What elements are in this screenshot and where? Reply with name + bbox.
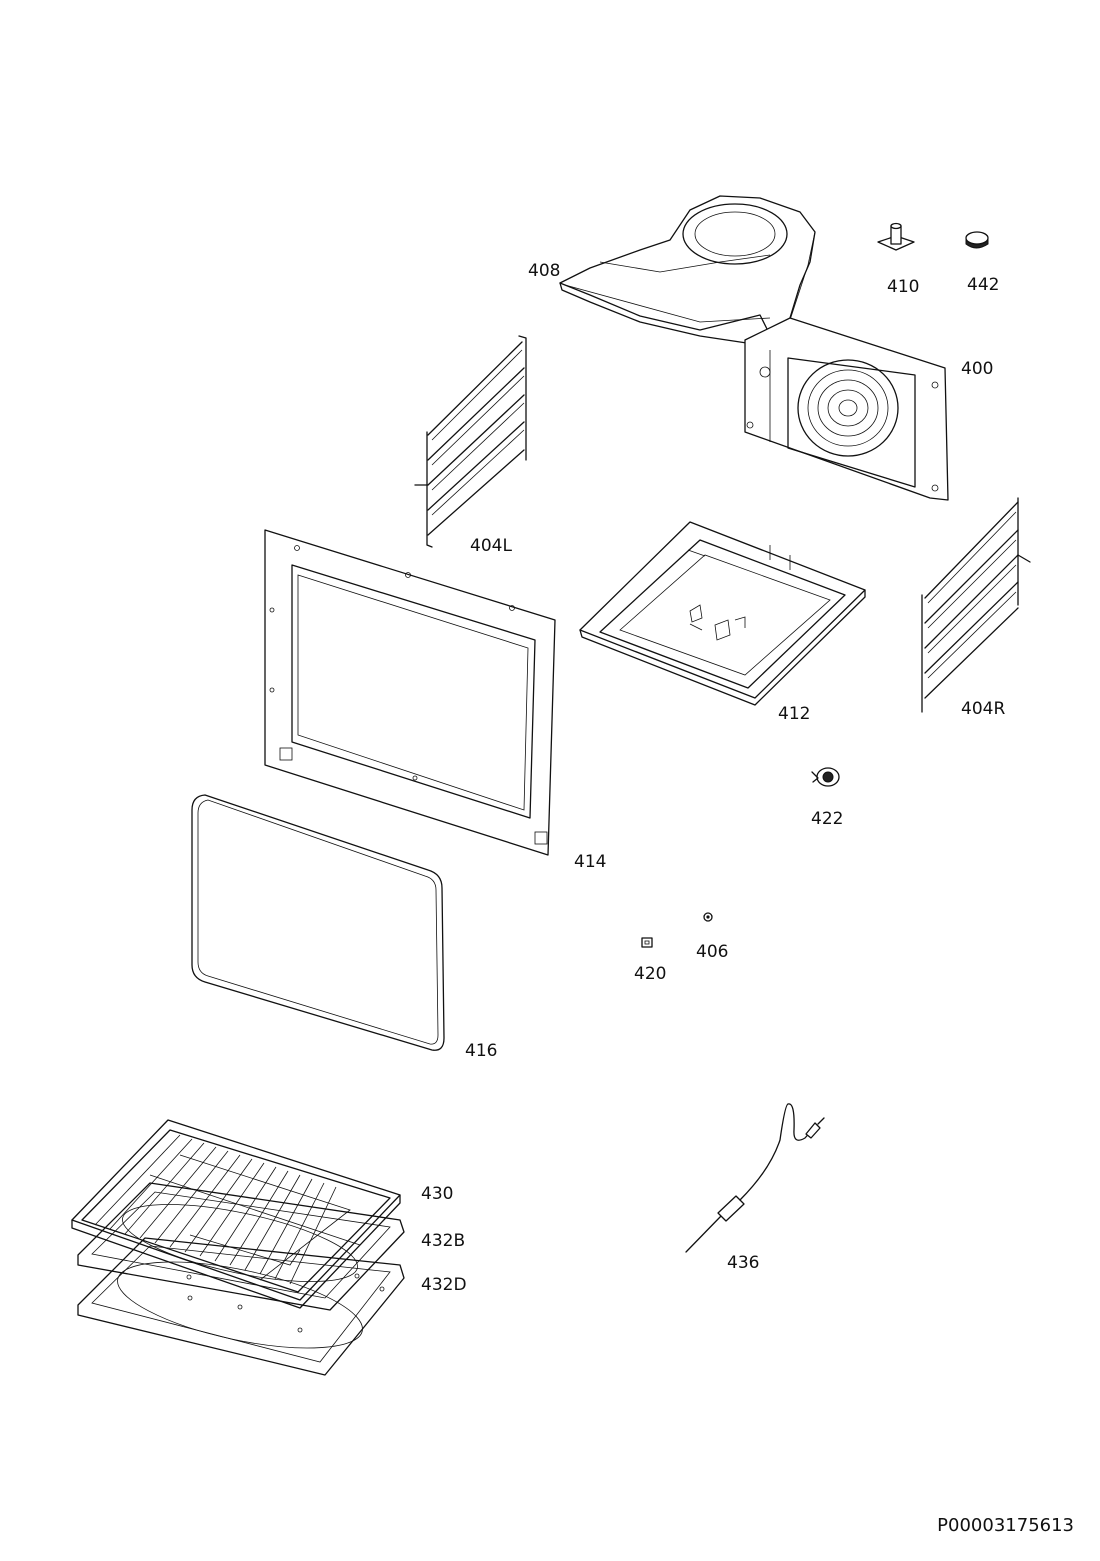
part-406-screw	[703, 912, 713, 922]
part-404R-right-shelf-support	[921, 497, 1031, 713]
label-408: 408	[528, 261, 560, 281]
label-406: 406	[696, 942, 728, 962]
label-400: 400	[961, 359, 993, 379]
part-432B-tray	[77, 1182, 405, 1311]
label-422: 422	[811, 809, 843, 829]
label-442: 442	[967, 275, 999, 295]
label-432D: 432D	[421, 1275, 467, 1295]
label-410: 410	[887, 277, 919, 297]
part-416-door-seal	[191, 794, 445, 1051]
part-420-clip	[641, 937, 653, 948]
label-404L: 404L	[470, 536, 512, 556]
label-420: 420	[634, 964, 666, 984]
part-442-cap	[965, 231, 989, 249]
part-410-bushing	[877, 222, 915, 251]
part-422-lamp	[811, 767, 840, 787]
part-400-back-panel	[744, 317, 949, 501]
part-414-front-frame	[264, 529, 556, 856]
label-404R: 404R	[961, 699, 1005, 719]
label-412: 412	[778, 704, 810, 724]
label-430: 430	[421, 1184, 453, 1204]
part-430-grid-shelf	[71, 1119, 401, 1309]
label-416: 416	[465, 1041, 497, 1061]
part-404L-left-shelf-support	[414, 335, 527, 548]
part-408-duct-cover	[559, 195, 816, 346]
document-id: P00003175613	[937, 1515, 1074, 1536]
label-436: 436	[727, 1253, 759, 1273]
part-412-bottom-frame	[579, 521, 866, 706]
part-436-meat-probe	[685, 1103, 825, 1253]
part-432D-tray	[77, 1237, 405, 1376]
label-432B: 432B	[421, 1231, 465, 1251]
label-414: 414	[574, 852, 606, 872]
